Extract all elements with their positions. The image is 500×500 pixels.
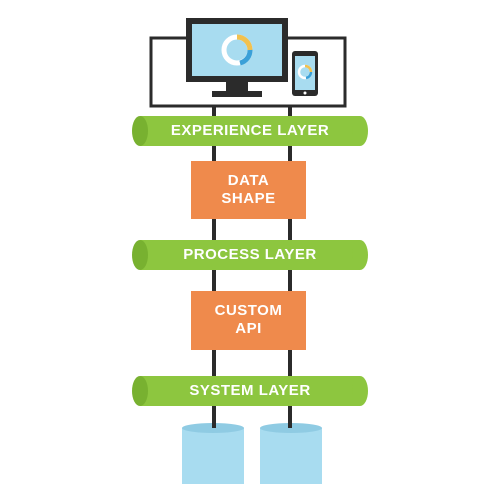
data-shape-line2: SHAPE [221, 190, 276, 207]
data-shape-line1: DATA [227, 172, 270, 189]
system-layer-label: SYSTEM LAYER [189, 382, 311, 399]
data-shape-box [191, 161, 306, 219]
process-layer-label: PROCESS LAYER [183, 246, 317, 263]
custom-api-line1: CUSTOM [214, 302, 283, 319]
experience-layer-label: EXPERIENCE LAYER [170, 122, 330, 139]
custom-api-box [191, 291, 306, 350]
system-layer-pipe [132, 376, 368, 406]
data-shape-label: DATA SHAPE [191, 172, 306, 208]
custom-api-line2: API [235, 320, 262, 337]
database-icon [260, 423, 322, 484]
custom-api-label: CUSTOM API [191, 302, 306, 338]
experience-layer-pipe [132, 116, 368, 146]
mobile-phone-icon [292, 51, 318, 96]
desktop-monitor-icon [186, 18, 288, 97]
process-layer-pipe [132, 240, 368, 270]
monitor-ring-chart-icon [221, 34, 253, 66]
database-icon [182, 423, 244, 484]
